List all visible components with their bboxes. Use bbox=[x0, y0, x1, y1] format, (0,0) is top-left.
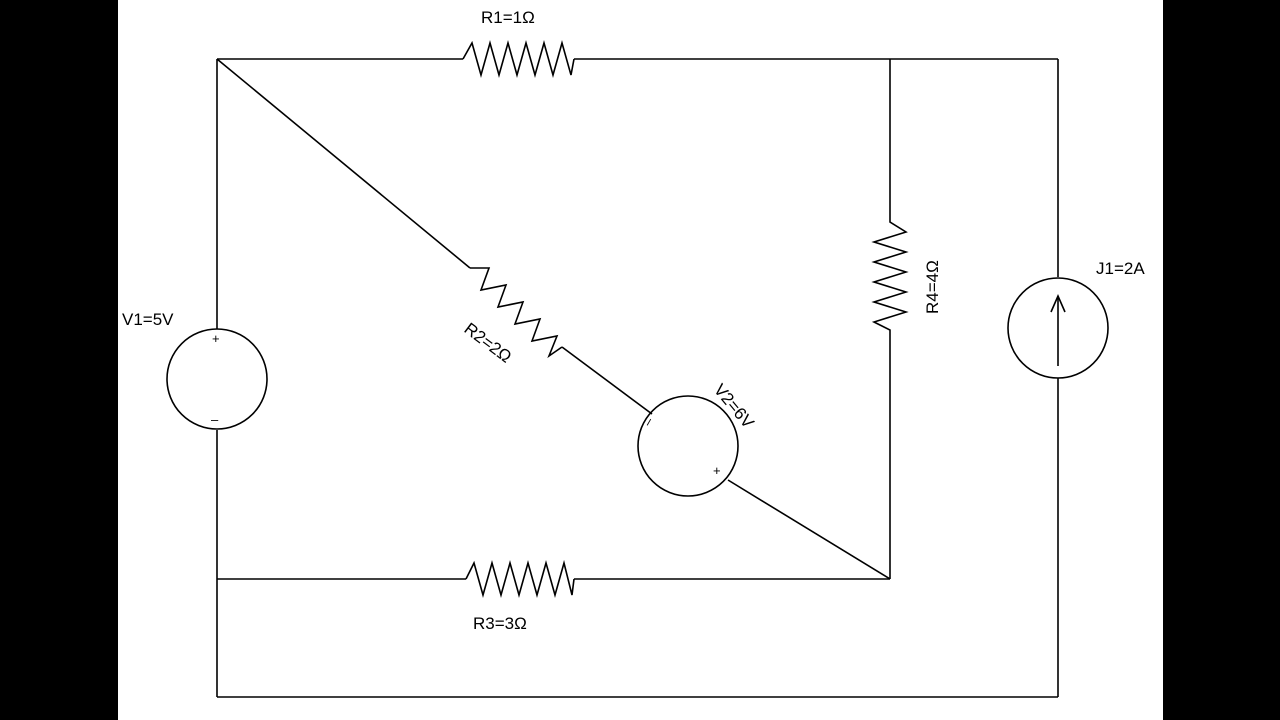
wire-diagonal-top bbox=[216, 58, 471, 269]
v1-source-circle bbox=[166, 328, 268, 430]
r2-label: R2=2Ω bbox=[461, 319, 515, 367]
v1-minus-sign: – bbox=[211, 412, 219, 427]
wires bbox=[216, 58, 1059, 698]
j1-label: J1=2A bbox=[1096, 259, 1145, 278]
v2-plus-sign: + bbox=[713, 463, 721, 478]
r4-label: R4=4Ω bbox=[923, 260, 942, 314]
wire-diagonal-bottom bbox=[727, 479, 891, 580]
j1-source-circle bbox=[1007, 277, 1109, 379]
wire-diagonal-mid bbox=[561, 346, 653, 415]
r1-label: R1=1Ω bbox=[481, 8, 535, 27]
v1-label: V1=5V bbox=[122, 310, 174, 329]
r1-resistor bbox=[462, 40, 575, 78]
r3-resistor bbox=[465, 559, 575, 598]
circuit-canvas bbox=[118, 0, 1163, 720]
r4-resistor bbox=[871, 210, 909, 335]
v1-plus-sign: + bbox=[212, 331, 220, 346]
j1-arrow-icon bbox=[1050, 294, 1066, 366]
v2-source-circle bbox=[637, 395, 739, 497]
r3-label: R3=3Ω bbox=[473, 614, 527, 633]
r2-resistor bbox=[470, 267, 563, 359]
